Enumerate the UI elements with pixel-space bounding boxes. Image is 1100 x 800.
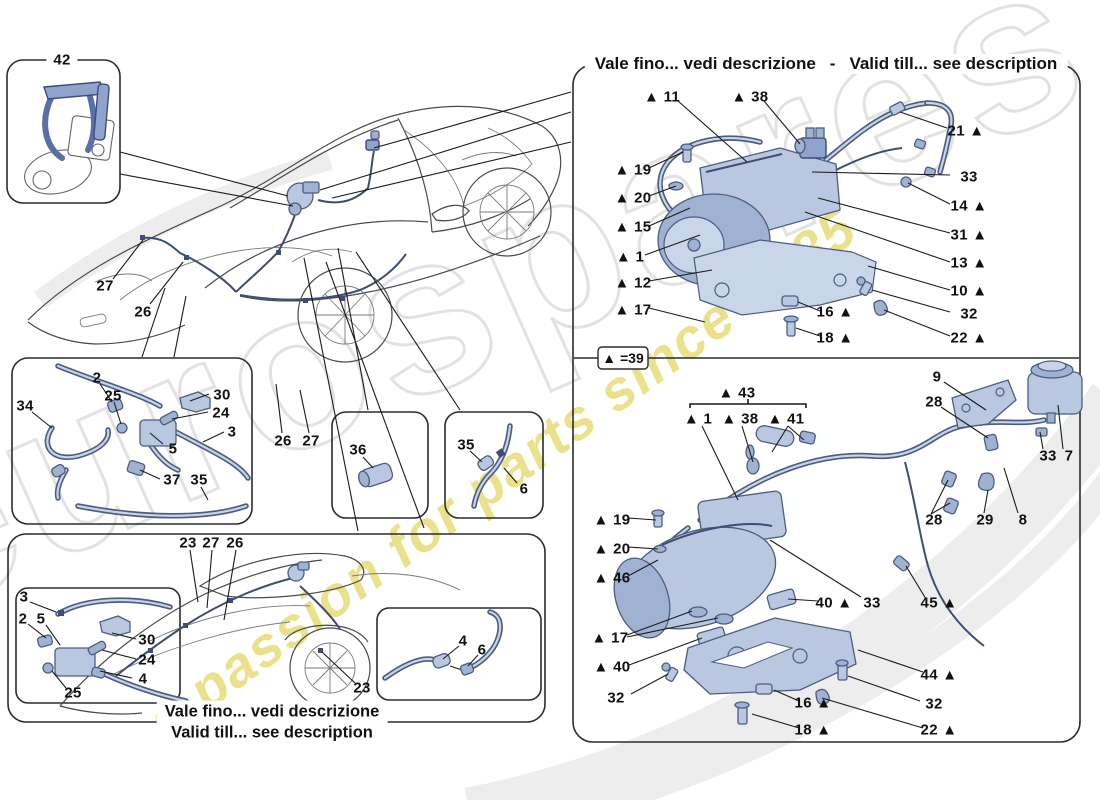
bottom-left-box-frame <box>7 533 546 723</box>
triangle-legend-frame <box>597 346 649 370</box>
main-car-illustration <box>27 105 562 363</box>
bottom-inner-illustration <box>36 597 189 704</box>
left-detail-box-frame <box>11 357 253 525</box>
bottom-4-6-box-frame <box>376 607 542 701</box>
detail-42-illustration <box>24 81 115 195</box>
left-detail-illustration <box>44 363 251 519</box>
watermark-swoosh <box>34 150 1100 800</box>
box-35-6-illustration <box>471 423 513 509</box>
box-35-6-frame <box>444 411 544 519</box>
bottom-inner-detail-frame <box>15 587 181 704</box>
box-36-frame <box>331 411 429 519</box>
pump-on-bottom-car <box>287 561 310 582</box>
box-36-illustration <box>357 462 394 488</box>
bottom-4-6-illustration <box>382 609 503 681</box>
leader-lines <box>27 91 1064 729</box>
upper-pump-assembly <box>657 100 955 337</box>
pump-on-car <box>286 181 320 216</box>
lower-pump-assembly <box>613 360 1083 725</box>
